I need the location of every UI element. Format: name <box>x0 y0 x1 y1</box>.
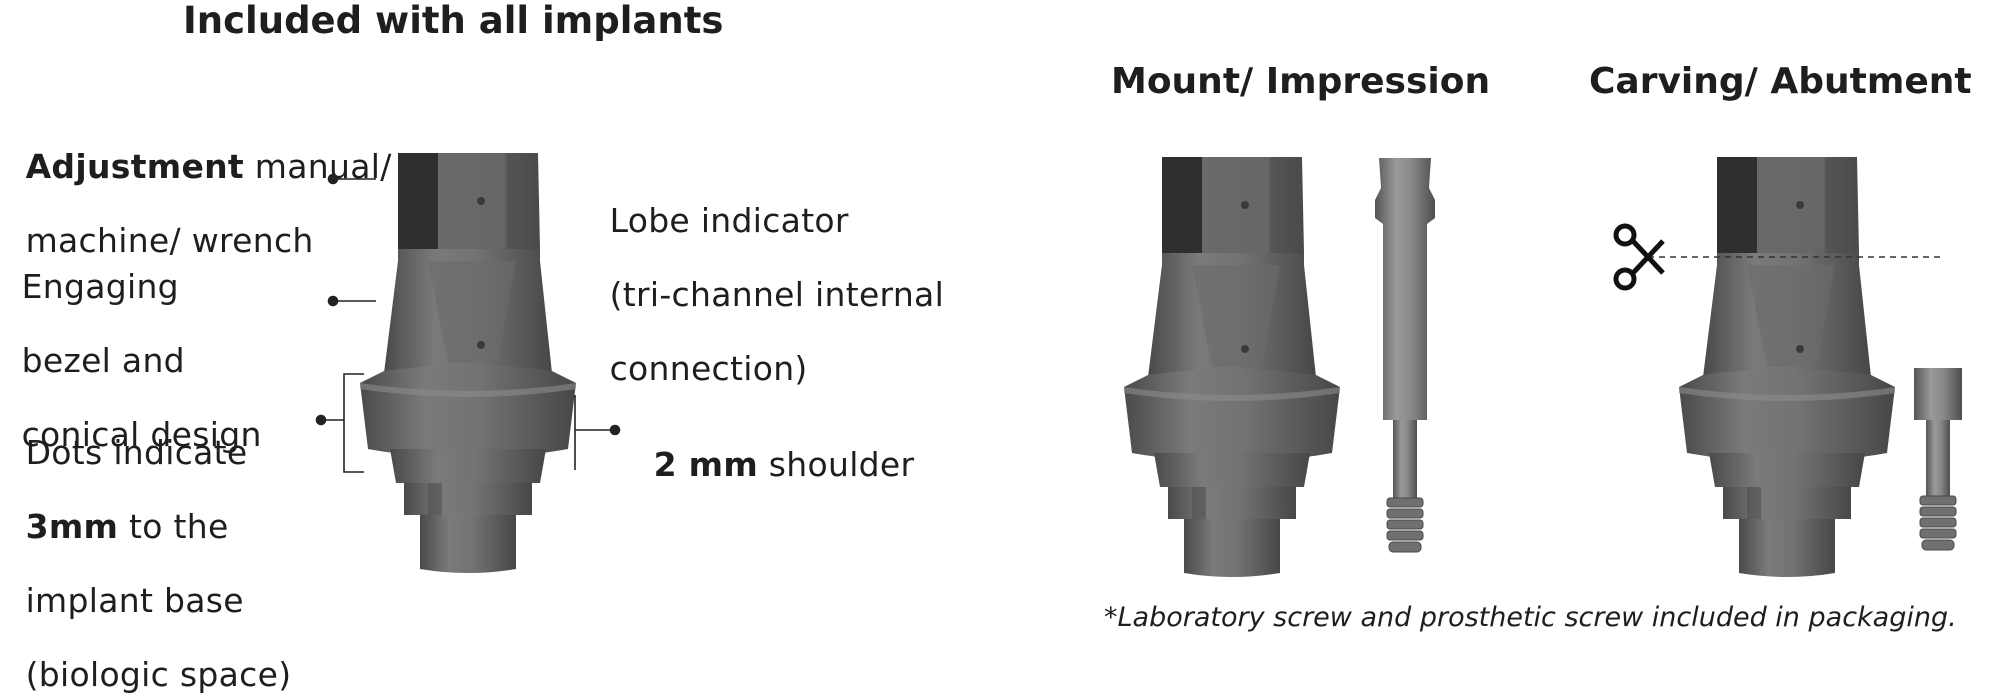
engaging-line2: bezel and <box>21 340 185 380</box>
engaging-line1: Engaging <box>21 266 179 306</box>
implant-illustrations <box>315 153 1962 577</box>
lobe-line1: Lobe indicator <box>609 200 849 240</box>
dots-bold: 3mm <box>25 506 119 546</box>
lobe-line2: (tri-channel internal <box>609 274 945 314</box>
shoulder-callout: 2 mm shoulder <box>632 410 915 484</box>
engaging-line3: conical design <box>21 414 262 454</box>
dots-line2: to the <box>118 506 229 546</box>
impression-rod <box>1375 158 1435 553</box>
mount-heading: Mount/ Impression <box>1111 61 1491 102</box>
adjustment-callout: Adjustment manual/ machine/ wrench <box>4 112 392 260</box>
footnote: *Laboratory screw and prosthetic screw i… <box>1104 602 1957 633</box>
shoulder-bold: 2 mm <box>653 444 759 484</box>
scissors-icon <box>1613 223 1665 291</box>
dots-line1: Dots indicate <box>25 432 248 472</box>
lobe-line3: connection) <box>609 348 808 388</box>
shoulder-rest: shoulder <box>758 444 915 484</box>
page-title: Included with all implants <box>183 0 724 42</box>
abutment-main-illustration <box>360 153 576 573</box>
abutment-mount-illustration <box>1124 157 1340 577</box>
dots-line4: (biologic space) <box>25 654 292 694</box>
lobe-callout: Lobe indicator (tri-channel internal con… <box>588 166 944 388</box>
abutment-carving-illustration <box>1679 157 1895 577</box>
dots-line3: implant base <box>25 580 244 620</box>
adjustment-bold: Adjustment <box>25 146 245 186</box>
adjustment-line2: machine/ wrench <box>25 220 314 260</box>
callout-lines <box>315 173 621 473</box>
carving-heading: Carving/ Abutment <box>1589 61 1972 102</box>
prosthetic-screw <box>1914 368 1962 551</box>
engaging-callout: Engaging bezel and conical design <box>0 232 262 454</box>
